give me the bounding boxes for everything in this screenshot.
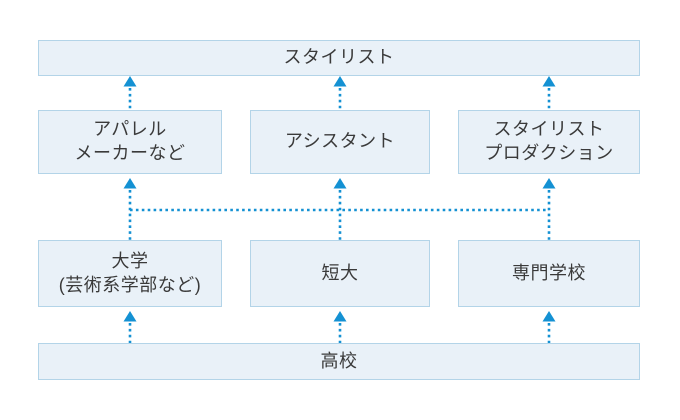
node-vocational-school: 専門学校 [458, 240, 640, 307]
node-stylist: スタイリスト [38, 40, 640, 76]
node-assistant-label: アシスタント [284, 131, 396, 152]
node-apparel-maker: アパレル メーカーなど [38, 110, 222, 174]
node-stylist-label: スタイリスト [283, 47, 395, 68]
arrow-vocational-to-production [542, 178, 556, 240]
arrow-production-to-stylist [542, 76, 556, 110]
node-junior-college: 短大 [250, 240, 430, 307]
arrow-highschool-to-junior [333, 311, 347, 343]
node-apparel-maker-label: アパレル メーカーなど [74, 119, 186, 163]
node-stylist-production-label: スタイリスト プロダクション [484, 119, 614, 163]
arrow-junior-to-assistant [333, 178, 347, 240]
arrow-university-to-apparel [123, 178, 137, 240]
node-university-label: 大学 (芸術系学部など) [58, 250, 202, 295]
arrow-assistant-to-stylist [333, 76, 347, 110]
node-stylist-production: スタイリスト プロダクション [458, 110, 640, 174]
arrow-highschool-to-vocational [542, 311, 556, 343]
node-university: 大学 (芸術系学部など) [38, 240, 222, 307]
node-assistant: アシスタント [250, 110, 430, 174]
node-vocational-school-label: 専門学校 [512, 262, 586, 283]
node-high-school-label: 高校 [320, 350, 358, 371]
node-junior-college-label: 短大 [321, 262, 359, 283]
node-high-school: 高校 [38, 343, 640, 380]
arrow-apparel-to-stylist [123, 76, 137, 110]
arrow-highschool-to-university [123, 311, 137, 343]
